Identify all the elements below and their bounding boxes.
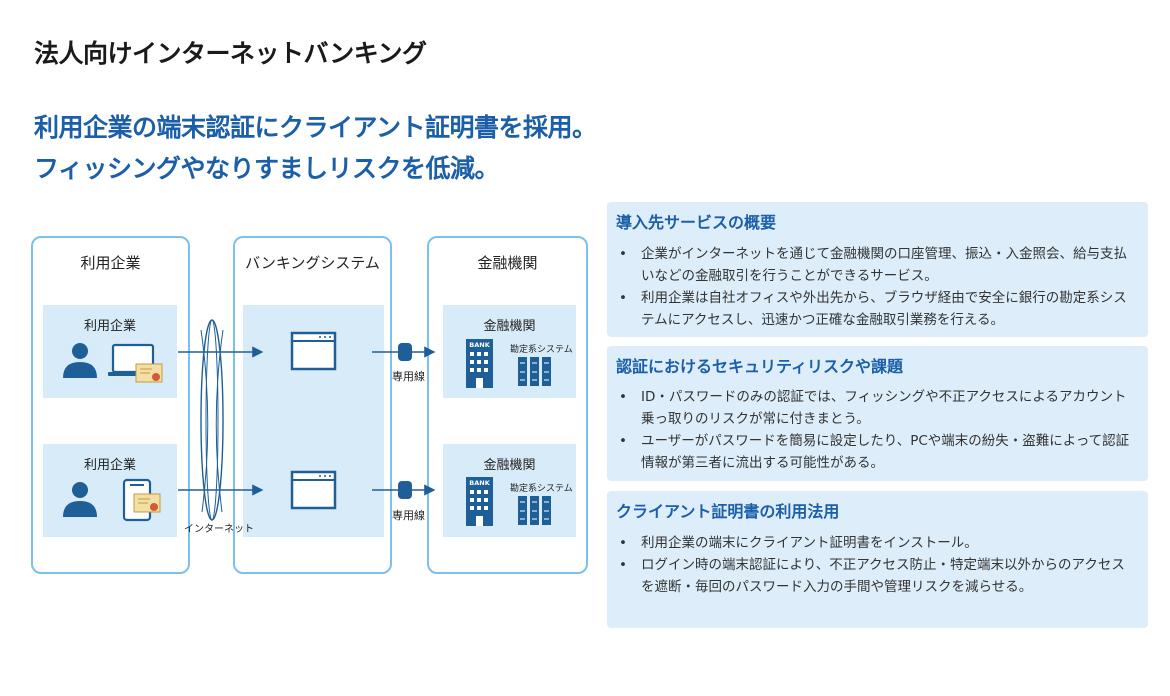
dedicated-line-connector-icon: [372, 343, 436, 361]
card-bullet: 企業がインターネットを通じて金融機関の口座管理、振込・入金照会、給与支払いなどの…: [616, 243, 1136, 287]
user-panel-label: 利用企業: [83, 458, 136, 473]
headline-line-1: 利用企業の端末認証にクライアント証明書を採用。: [34, 113, 597, 142]
svg-text:BANK: BANK: [469, 341, 490, 349]
core-system-label: 勘定系システム: [510, 345, 573, 355]
bank-building-icon: BANK: [466, 339, 493, 388]
dedicated-line-connector-icon: [372, 481, 436, 499]
page-title: 法人向けインターネットバンキング: [34, 39, 427, 68]
card-bullet: ログイン時の端末認証により、不正アクセス防止・特定端末以外からのアクセスを遮断・…: [616, 554, 1136, 598]
institution-panel-top: 金融機関 勘定系システム: [443, 305, 576, 398]
card-title: クライアント証明書の利用法用: [616, 502, 840, 521]
user-person-icon: [63, 343, 97, 378]
user-panel-label: 利用企業: [83, 319, 136, 334]
user-panel-pc: 利用企業: [43, 305, 177, 398]
dedicated-line-label: 専用線: [392, 509, 425, 522]
diagram-graphics: BANK BANK: [63, 319, 551, 526]
card-bullets: ID・パスワードのみの認証では、フィッシングや不正アクセスによるアカウント乗っ取…: [616, 386, 1136, 474]
column-title-banking: バンキングシステム: [245, 254, 380, 272]
bank-building-icon: BANK: [466, 477, 493, 526]
card-title: 導入先サービスの概要: [616, 213, 777, 232]
card-service-overview: 導入先サービスの概要 企業がインターネットを通じて金融機関の口座管理、振込・入金…: [607, 202, 1148, 337]
browser-window-icon: [290, 331, 337, 371]
card-bullet: 利用企業の端末にクライアント証明書をインストール。: [616, 532, 1136, 554]
headline-line-2: フィッシングやなりすましリスクを低減。: [34, 154, 500, 183]
card-bullet: 利用企業は自社オフィスや外出先から、ブラウザ経由で安全に銀行の勘定系システムにア…: [616, 287, 1136, 331]
user-person-icon: [63, 482, 97, 517]
institution-panel-label: 金融機関: [483, 319, 536, 334]
column-title-institution: 金融機関: [477, 254, 538, 272]
certificate-icon: [135, 363, 163, 383]
dedicated-line-label: 専用線: [392, 370, 425, 383]
card-bullets: 企業がインターネットを通じて金融機関の口座管理、振込・入金照会、給与支払いなどの…: [616, 243, 1136, 331]
card-certificate-usage: クライアント証明書の利用法用 利用企業の端末にクライアント証明書をインストール。…: [607, 491, 1148, 628]
card-bullet: ID・パスワードのみの認証では、フィッシングや不正アクセスによるアカウント乗っ取…: [616, 386, 1136, 430]
user-panel-mobile: 利用企業: [43, 444, 177, 537]
card-bullet: ユーザーがパスワードを簡易に設定したり、PCや端末の紛失・盗難によって認証情報が…: [616, 430, 1136, 474]
certificate-icon: [133, 493, 161, 513]
svg-text:BANK: BANK: [469, 479, 490, 487]
institution-panel-label: 金融機関: [483, 458, 536, 473]
card-title: 認証におけるセキュリティリスクや課題: [616, 357, 904, 376]
server-rack-icon: [518, 496, 551, 525]
server-rack-icon: [518, 357, 551, 386]
column-title-user: 利用企業: [80, 254, 141, 272]
institution-panel-bottom: 金融機関 勘定系システム: [443, 444, 576, 537]
browser-window-icon: [290, 470, 337, 510]
internet-label: インターネット: [184, 524, 254, 535]
core-system-label: 勘定系システム: [510, 484, 573, 494]
card-security-risks: 認証におけるセキュリティリスクや課題 ID・パスワードのみの認証では、フィッシン…: [607, 346, 1148, 481]
card-bullets: 利用企業の端末にクライアント証明書をインストール。 ログイン時の端末認証により、…: [616, 532, 1136, 598]
